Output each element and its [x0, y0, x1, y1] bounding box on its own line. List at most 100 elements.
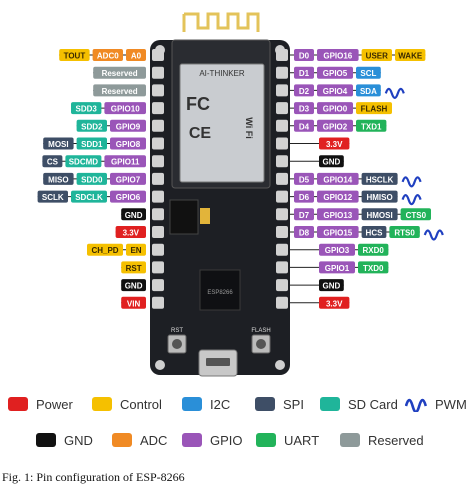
pin-label-text: HSCLK: [366, 175, 394, 184]
header-pin: [276, 261, 288, 274]
pin-label: HCS: [361, 226, 387, 238]
pin-label-text: TOUT: [64, 52, 86, 61]
header-pin: [152, 84, 164, 97]
pin-label-box: [361, 190, 398, 203]
pin-label: GPIO0: [317, 102, 353, 115]
pin-label-box: [317, 49, 359, 61]
pin-label-text: 3.3V: [326, 140, 343, 149]
pin-label: ADC0: [92, 49, 123, 61]
pin-label-text: 3.3V: [326, 299, 343, 308]
pin-label-text: GPIO1: [325, 264, 350, 273]
pin-label: TXD1: [356, 119, 387, 132]
pin-label: GPIO11: [104, 155, 146, 168]
pin-label-text: GPIO8: [116, 140, 141, 149]
pin-label-box: [319, 137, 350, 150]
pin-label: D7: [294, 208, 314, 221]
pin-label: CTS0: [400, 208, 431, 221]
pin-label-text: GND: [323, 158, 341, 167]
pin-label: SDA: [356, 84, 381, 97]
pin-label-box: [356, 66, 381, 79]
mount-hole: [275, 360, 285, 370]
chip-label: ESP8266: [207, 290, 233, 296]
legend-label: ADC: [140, 432, 168, 448]
pin-label-text: RST: [126, 264, 142, 273]
pin-label-text: D4: [299, 122, 310, 131]
pin-label-box: [294, 84, 314, 97]
header-pin: [276, 208, 288, 221]
capacitor: [200, 208, 210, 224]
pin-label: WAKE: [395, 49, 426, 61]
legend-swatch: [36, 433, 56, 447]
header-pin: [152, 102, 164, 115]
pin-label-text: 3.3V: [123, 229, 140, 238]
pin-label-box: [37, 190, 68, 203]
pin-label: GND: [319, 279, 344, 292]
pin-label-text: MISO: [48, 175, 68, 184]
pin-label-box: [389, 226, 420, 238]
pin-label-text: CS: [47, 158, 59, 167]
pin-label-box: [115, 226, 146, 238]
header-pin: [276, 279, 288, 292]
pin-label-box: [356, 119, 387, 132]
pin-label-box: [317, 172, 359, 185]
legend-label: GPIO: [210, 432, 243, 448]
pin-label: D3: [294, 102, 314, 115]
pin-label-box: [294, 226, 314, 238]
micro-usb-slot: [206, 358, 230, 366]
pin-label-box: [121, 296, 146, 309]
pwm-icon: [423, 229, 444, 241]
pin-label: MISO: [43, 172, 74, 185]
pin-label: GPIO3: [319, 243, 355, 256]
pin-label-text: GPIO12: [323, 193, 352, 202]
header-pin: [152, 296, 164, 309]
module-shield: [179, 63, 265, 183]
pin-label-box: [76, 119, 107, 132]
pin-label: GPIO9: [110, 119, 146, 132]
pin-label-text: HCS: [366, 229, 384, 238]
pin-label-text: D1: [299, 69, 310, 78]
header-pin: [152, 243, 164, 256]
figure-caption: Fig. 1: Pin configuration of ESP-8266: [2, 470, 185, 484]
pin-label-box: [319, 261, 355, 274]
module-vendor: AI-THINKER: [199, 69, 245, 78]
pin-label: D1: [294, 66, 314, 79]
pin-label-text: Reserved: [102, 69, 138, 78]
rst-label: RST: [171, 328, 183, 334]
pin-label-text: D2: [299, 87, 310, 96]
pin-label-text: A0: [131, 52, 142, 61]
pin-label-text: RTS0: [394, 229, 415, 238]
pin-label: D2: [294, 84, 314, 97]
pin-label-box: [319, 243, 355, 256]
pin-label: GPIO15: [317, 226, 359, 238]
pin-label-text: GPIO13: [323, 211, 352, 220]
pin-label: D5: [294, 172, 314, 185]
pin-label: SDD1: [76, 137, 107, 150]
pin-label: EN: [126, 243, 146, 256]
legend-item-gpio: GPIO: [182, 430, 243, 450]
pin-label: GPIO12: [317, 190, 359, 203]
pwm-icon: [401, 193, 422, 206]
legend-swatch: [182, 433, 202, 447]
pin-label-text: GPIO15: [323, 229, 352, 238]
pin-label-text: Reserved: [102, 87, 138, 96]
pin-label-box: [87, 243, 123, 256]
pin-label-text: D5: [299, 175, 310, 184]
pin-label: D0: [294, 49, 314, 61]
legend-item-control: Control: [92, 394, 162, 414]
pin-label-box: [92, 49, 123, 61]
pin-label-text: GPIO0: [323, 105, 348, 114]
pin-label-box: [294, 102, 314, 115]
header-pin: [276, 243, 288, 256]
pin-label-text: SDA: [360, 87, 377, 96]
pin-label-box: [319, 296, 350, 309]
pin-label-text: GND: [323, 282, 341, 291]
pin-label-box: [43, 137, 74, 150]
pin-label-box: [356, 102, 392, 115]
pin-label-box: [104, 155, 146, 168]
pin-label-text: TXD1: [361, 122, 382, 131]
pin-label-box: [121, 261, 146, 274]
pin-label-box: [71, 102, 102, 115]
pwm-icon: [401, 176, 422, 188]
pin-label: SDCLK: [71, 190, 107, 203]
pin-label-box: [358, 243, 389, 256]
